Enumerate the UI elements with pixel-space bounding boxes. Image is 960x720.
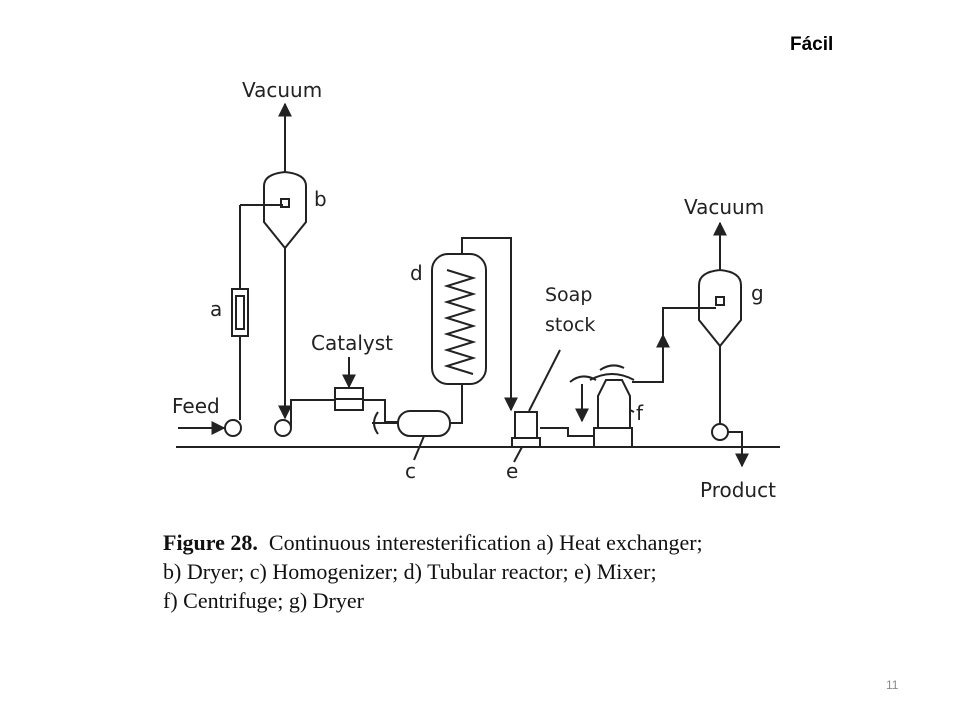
- label-g: g: [751, 281, 764, 305]
- centrifuge-f-bowl: [597, 379, 631, 428]
- caption-line-1-text: Continuous interesterification a) Heat e…: [268, 530, 703, 555]
- label-b: b: [314, 187, 327, 211]
- pipe-homogenizer-to-reactor: [450, 383, 463, 424]
- feed-label: Feed: [172, 394, 220, 418]
- soap-stock-label-line2: stock: [545, 314, 595, 336]
- figure-number: Figure 28.: [163, 530, 258, 555]
- homogenizer-c: [397, 410, 451, 437]
- label-f-leader: [629, 409, 635, 413]
- heat-exchanger-a-inner: [235, 295, 245, 330]
- pipe-mixer-to-centrifuge: [540, 427, 594, 437]
- pipe-pump-b-to-homogenizer: [290, 399, 335, 428]
- label-c-leader: [413, 435, 425, 461]
- mixer-e-base: [511, 437, 541, 448]
- product-label: Product: [700, 478, 776, 502]
- homogenizer-motor: [372, 411, 398, 435]
- pump-b: [274, 419, 292, 437]
- mixer-e: [514, 411, 538, 439]
- dryer-b: [263, 170, 307, 250]
- pipe-to-product: [728, 431, 749, 468]
- dryer-b-nozzle: [280, 198, 290, 208]
- difficulty-tag: Fácil: [790, 34, 834, 55]
- label-f: f: [636, 401, 644, 425]
- vacuum-right-label: Vacuum: [684, 195, 764, 219]
- dryer-g-nozzle: [715, 296, 725, 306]
- reactor-coil: [443, 269, 477, 375]
- process-flow-diagram: Vacuum b a d Catalyst Soap stock Vacuum …: [172, 78, 780, 502]
- soap-stock-label-line1: Soap: [545, 284, 592, 306]
- label-e: e: [506, 459, 518, 483]
- centrifuge-f-base: [593, 427, 633, 448]
- caption-line-1: Figure 28. Continuous interesterificatio…: [163, 528, 843, 557]
- pipe-to-homogenizer: [363, 399, 398, 423]
- caption-line-2: b) Dryer; c) Homogenizer; d) Tubular rea…: [163, 559, 657, 584]
- pump-g: [711, 423, 729, 441]
- label-a: a: [210, 297, 222, 321]
- figure-caption: Figure 28. Continuous interesterificatio…: [163, 528, 843, 615]
- caption-line-3: f) Centrifuge; g) Dryer: [163, 588, 364, 613]
- dryer-g: [698, 268, 742, 348]
- pipe-centrifuge-to-dryer-g: [632, 307, 716, 383]
- label-d: d: [410, 261, 423, 285]
- tubular-reactor-d: [431, 253, 487, 385]
- pipe-reactor-top: [461, 237, 518, 412]
- centrifuge-f-top-curve: [599, 364, 625, 371]
- centrifuge-inlet-hook: [569, 375, 597, 383]
- label-c: c: [405, 459, 416, 483]
- catalyst-label: Catalyst: [311, 331, 393, 355]
- soap-stock-leader: [528, 349, 561, 412]
- label-e-leader: [513, 446, 523, 463]
- vacuum-left-label: Vacuum: [242, 78, 322, 102]
- feed-pump: [224, 419, 242, 437]
- page-number: 11: [886, 678, 899, 692]
